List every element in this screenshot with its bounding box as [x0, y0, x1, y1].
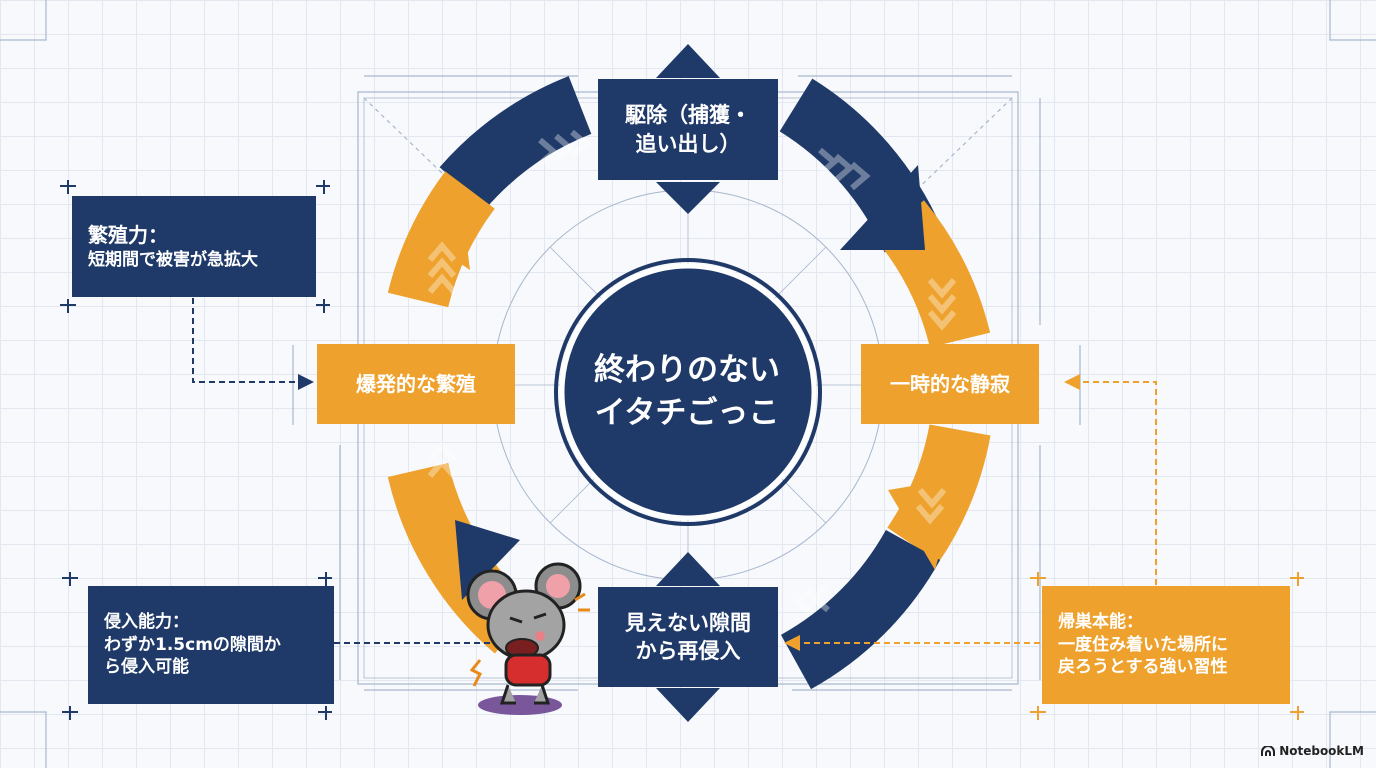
note-intrusion-body2: ら侵入可能 [104, 657, 189, 678]
stage-reinvasion: 見えない隙間 から再侵入 [598, 587, 778, 687]
stage-reinvasion-line2: から再侵入 [635, 639, 741, 663]
center-title-line1: 終わりのない [594, 351, 780, 388]
note-intrusion-ability: 侵入能力： わずか1.5cmの隙間か ら侵入可能 [88, 586, 334, 704]
center-title: 終わりのない イタチごっこ [560, 282, 814, 502]
brand-label: NotebookLM [1279, 744, 1364, 758]
note-homing-body2: 戻ろうとする強い習性 [1058, 657, 1228, 678]
note-intrusion-title: 侵入能力： [104, 611, 189, 632]
center-title-line2: イタチごっこ [594, 395, 780, 431]
note-homing-title: 帰巣本能： [1058, 611, 1143, 632]
note-breeding-title: 繁殖力： [88, 222, 168, 247]
note-homing-instinct: 帰巣本能： 一度住み着いた場所に 戻ろうとする強い習性 [1042, 586, 1290, 704]
note-breeding-body: 短期間で被害が急拡大 [88, 249, 258, 270]
stage-reinvasion-line1: 見えない隙間 [625, 610, 751, 635]
stage-explosive-breeding-label: 爆発的な繁殖 [356, 371, 476, 396]
note-intrusion-body1: わずか1.5cmの隙間か [104, 634, 281, 655]
stage-temporary-silence: 一時的な静寂 [861, 344, 1039, 424]
mouse-mascot [466, 562, 590, 715]
note-breeding-power: 繁殖力： 短期間で被害が急拡大 [72, 196, 316, 297]
stage-extermination-line2: 追い出し） [635, 131, 741, 156]
stage-extermination: 駆除（捕獲・ 追い出し） [598, 79, 778, 180]
stage-explosive-breeding: 爆発的な繁殖 [317, 344, 515, 424]
note-homing-body1: 一度住み着いた場所に [1058, 634, 1228, 655]
cycle-ring [387, 44, 991, 722]
stage-extermination-line1: 駆除（捕獲・ [625, 103, 751, 128]
notebooklm-icon [1261, 746, 1276, 756]
notebooklm-brand: NotebookLM [1261, 744, 1364, 758]
stage-temporary-silence-label: 一時的な静寂 [890, 371, 1010, 396]
